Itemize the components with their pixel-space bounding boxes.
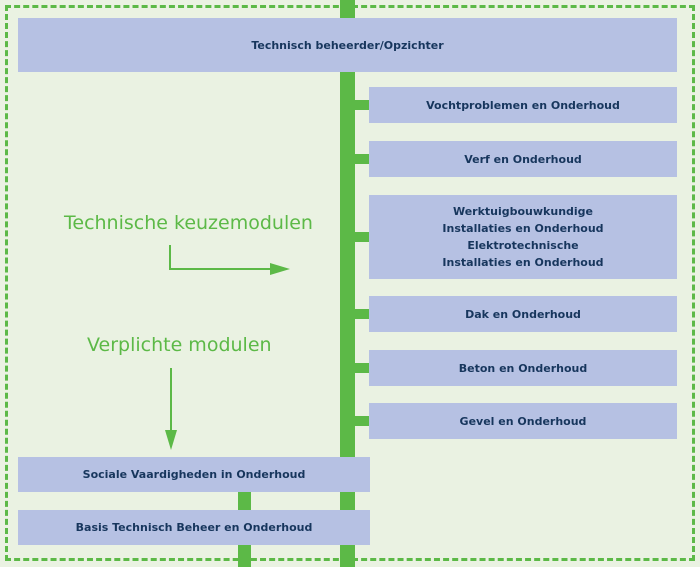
module-dak: Dak en Onderhoud [369, 296, 677, 332]
mandatory-modules-label: Verplichte modulen [87, 334, 272, 356]
module-sociale-vaardigheden: Sociale Vaardigheden in Onderhoud [18, 457, 370, 492]
module-label: Gevel en Onderhoud [459, 414, 587, 428]
module-label: Basis Technisch Beheer en Onderhoud [75, 521, 313, 534]
elective-modules-label: Technische keuzemodulen [64, 212, 313, 234]
connector-5 [354, 363, 370, 373]
module-label: Dak en Onderhoud [465, 307, 581, 321]
connector-4 [354, 309, 370, 319]
module-vochtproblemen: Vochtproblemen en Onderhoud [369, 87, 677, 123]
top-box-label: Technisch beheerder/Opzichter [251, 38, 444, 52]
connector-6 [354, 416, 370, 426]
main-spine [340, 0, 355, 567]
module-label: Vochtproblemen en Onderhoud [426, 98, 620, 112]
top-box-technisch-beheerder: Technisch beheerder/Opzichter [18, 18, 677, 72]
module-label: Werktuigbouwkundige Installaties en Onde… [442, 205, 604, 269]
elective-arrow-head [270, 263, 290, 275]
module-werktuigbouw-elektro: Werktuigbouwkundige Installaties en Onde… [369, 195, 677, 279]
elective-arrow [169, 245, 272, 270]
connector-1 [354, 100, 370, 110]
module-verf: Verf en Onderhoud [369, 141, 677, 177]
module-label: Sociale Vaardigheden in Onderhoud [82, 468, 306, 481]
module-beton: Beton en Onderhoud [369, 350, 677, 386]
module-label: Verf en Onderhoud [464, 152, 582, 166]
connector-3 [354, 232, 370, 242]
connector-2 [354, 154, 370, 164]
module-basis-technisch-beheer: Basis Technisch Beheer en Onderhoud [18, 510, 370, 545]
mandatory-arrow-head [165, 430, 177, 450]
module-label: Beton en Onderhoud [458, 361, 588, 375]
module-gevel: Gevel en Onderhoud [369, 403, 677, 439]
